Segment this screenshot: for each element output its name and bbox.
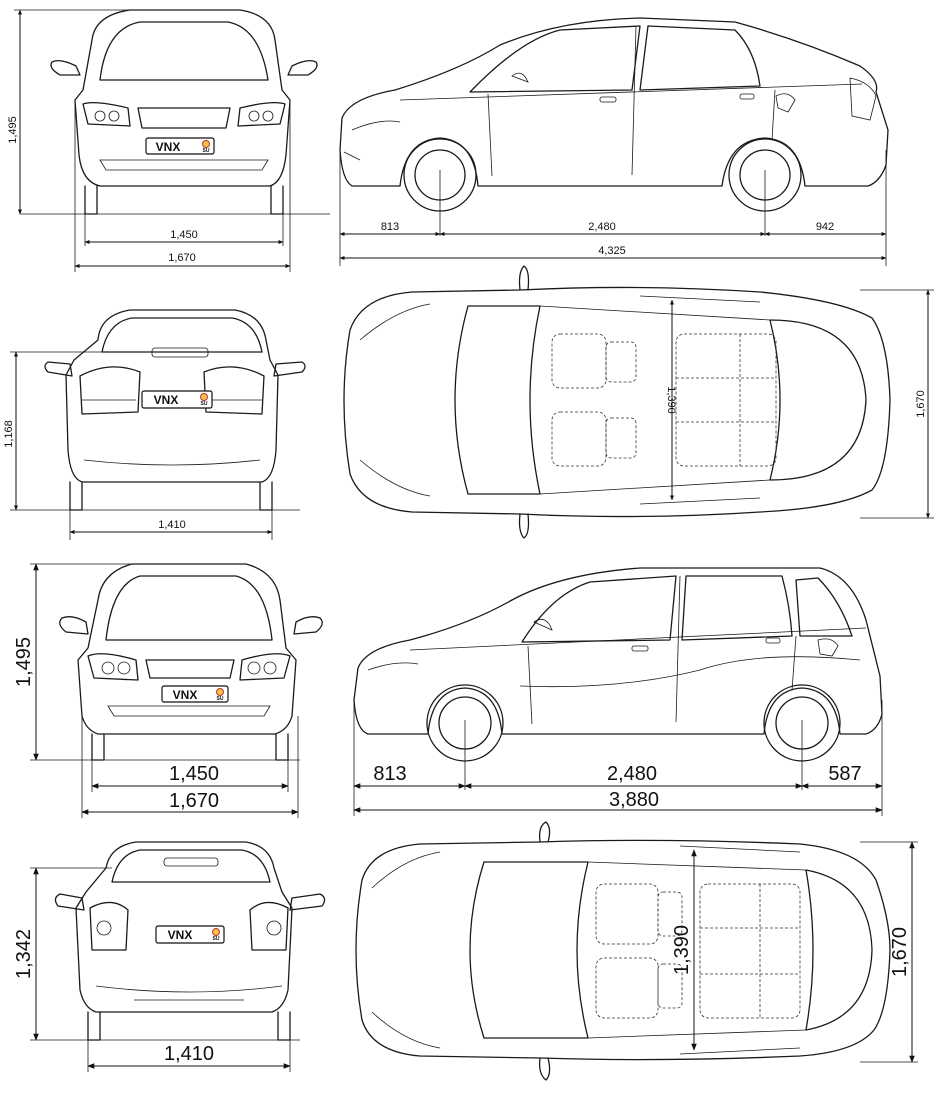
hatchback-top-view: 1,390 1,670 (355, 821, 918, 1081)
hatchback-side-view: 813 2,480 587 3,880 (353, 567, 883, 816)
svg-text:VNX: VNX (168, 928, 193, 942)
hatchback-length-label: 3,880 (609, 789, 659, 811)
sedan-track-front-label: 1,450 (170, 229, 198, 241)
svg-text:SU: SU (217, 696, 224, 702)
sedan-rear-view: VNX SU 1,168 1,410 (3, 309, 306, 540)
hatchback-rear-plate: VNX SU (155, 925, 225, 944)
hatchback-front-plate: VNX SU (161, 685, 229, 703)
sedan-wheelbase-label: 2,480 (588, 221, 616, 233)
svg-text:SU: SU (201, 401, 208, 407)
sedan-top-width-label: 1,670 (915, 390, 927, 418)
hatchback-rear-overhang-label: 587 (828, 763, 861, 785)
sedan-front-view: VNX SU 1,495 1,450 1,670 (7, 9, 330, 272)
svg-text:SU: SU (213, 936, 220, 942)
hatchback-front-height-label: 1,495 (13, 637, 35, 687)
sedan-front-plate: VNX SU (145, 137, 215, 155)
hatchback-rear-view: VNX SU 1,342 1,410 (13, 841, 326, 1072)
svg-text:SU: SU (203, 148, 210, 154)
sedan-track-rear-label: 1,410 (158, 519, 186, 531)
hatchback-track-rear-label: 1,410 (164, 1043, 214, 1065)
hatchback-interior-width-label: 1,390 (671, 925, 693, 975)
sedan-interior-width-label: 1,390 (665, 386, 677, 414)
sedan-rear-height-label: 1,168 (3, 420, 15, 448)
svg-text:VNX: VNX (156, 140, 181, 154)
sedan-top-view: 1,390 1,670 (343, 265, 934, 539)
sedan-length-label: 4,325 (598, 245, 626, 257)
hatchback-rear-height-label: 1,342 (13, 929, 35, 979)
svg-text:VNX: VNX (173, 688, 198, 702)
sedan-rear-overhang-label: 942 (816, 221, 834, 233)
sedan-rear-plate: VNX SU (141, 390, 213, 409)
svg-text:VNX: VNX (154, 393, 179, 407)
sedan-front-overhang-label: 813 (381, 221, 399, 233)
sedan-side-view: 813 2,480 942 4,325 (339, 17, 889, 266)
hatchback-top-width-label: 1,670 (889, 927, 911, 977)
sedan-width-label: 1,670 (168, 252, 196, 264)
hatchback-width-label: 1,670 (169, 790, 219, 812)
hatchback-track-front-label: 1,450 (169, 763, 219, 785)
hatchback-front-view: VNX SU 1,495 1,450 1,670 (13, 563, 323, 818)
hatchback-wheelbase-label: 2,480 (607, 763, 657, 785)
hatchback-front-overhang-label: 813 (373, 763, 406, 785)
sedan-front-height-label: 1,495 (7, 116, 19, 144)
